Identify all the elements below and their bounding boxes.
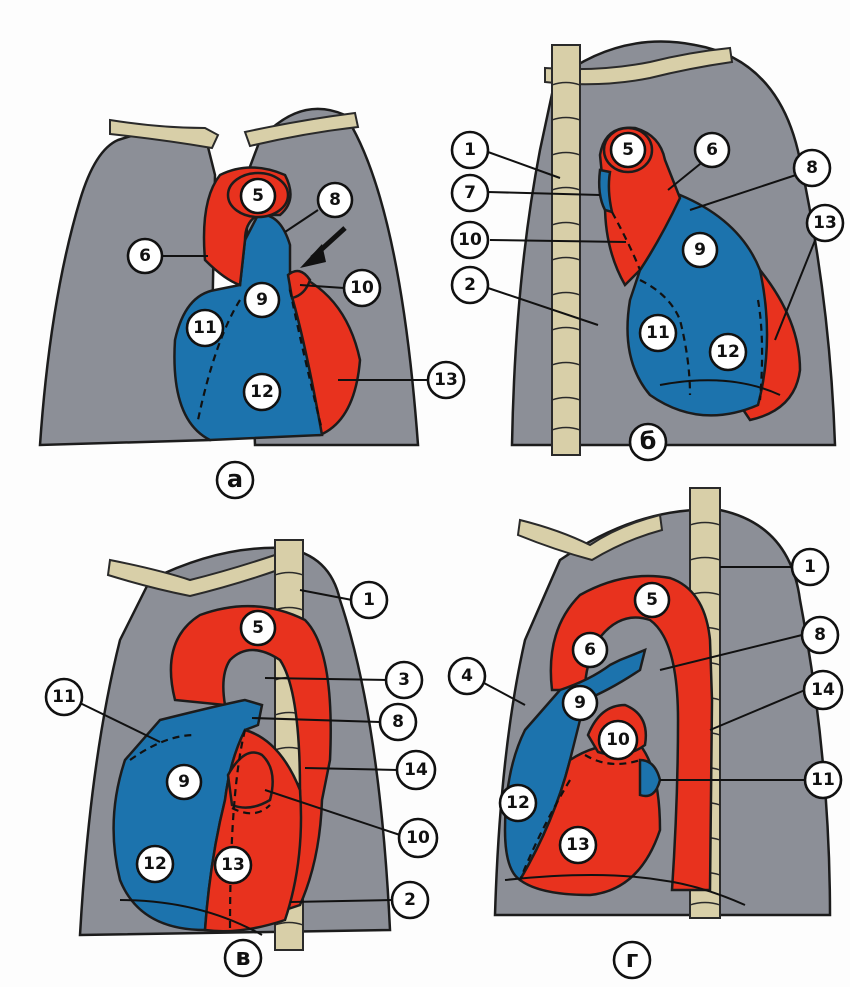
svg-text:6: 6 [139, 246, 151, 266]
label-9-b: 9 [683, 233, 717, 267]
label-6: 6 [128, 239, 162, 273]
svg-text:12: 12 [250, 382, 274, 402]
svg-text:1: 1 [363, 590, 375, 610]
svg-text:3: 3 [398, 670, 410, 690]
label-9-v: 9 [167, 765, 201, 799]
label-11: 11 [187, 310, 223, 346]
svg-text:5: 5 [646, 590, 658, 610]
svg-text:в: в [235, 943, 250, 971]
svg-text:9: 9 [574, 693, 586, 713]
svg-text:11: 11 [193, 318, 217, 338]
panel-letter-a: а [217, 462, 253, 498]
svg-text:13: 13 [221, 855, 245, 875]
label-10-v: 10 [399, 819, 437, 857]
svg-text:а: а [227, 465, 243, 493]
svg-text:б: б [640, 427, 657, 455]
label-4-g: 4 [449, 658, 485, 694]
label-12-g: 12 [500, 785, 536, 821]
label-6-b: 6 [695, 133, 729, 167]
svg-text:13: 13 [434, 370, 458, 390]
label-2-v: 2 [392, 882, 428, 918]
label-8-g: 8 [802, 617, 838, 653]
label-2-b: 2 [452, 267, 488, 303]
label-5-g: 5 [635, 583, 669, 617]
svg-text:12: 12 [716, 342, 740, 362]
svg-text:14: 14 [811, 680, 835, 700]
label-8-v: 8 [380, 704, 416, 740]
svg-text:11: 11 [52, 687, 76, 707]
svg-text:5: 5 [622, 140, 634, 160]
svg-text:11: 11 [646, 323, 670, 343]
svg-text:1: 1 [804, 557, 816, 577]
label-7-b: 7 [452, 175, 488, 211]
label-8-b: 8 [794, 150, 830, 186]
label-10: 10 [344, 270, 380, 306]
label-3-v: 3 [386, 662, 422, 698]
svg-text:9: 9 [178, 772, 190, 792]
label-5-b: 5 [611, 133, 645, 167]
svg-text:10: 10 [606, 730, 630, 750]
label-10-g: 10 [599, 721, 637, 759]
label-1-b: 1 [452, 132, 488, 168]
svg-text:9: 9 [256, 290, 268, 310]
svg-text:5: 5 [252, 618, 264, 638]
panel-letter-v: в [225, 940, 261, 976]
svg-text:8: 8 [806, 158, 818, 178]
svg-text:2: 2 [404, 890, 416, 910]
svg-text:1: 1 [464, 140, 476, 160]
label-14-g: 14 [804, 671, 842, 709]
svg-text:10: 10 [406, 828, 430, 848]
svg-text:8: 8 [814, 625, 826, 645]
panel-b: 1 7 10 2 5 6 8 13 9 11 12 б [452, 42, 843, 460]
svg-text:11: 11 [811, 770, 835, 790]
label-13-v: 13 [215, 847, 251, 883]
svg-text:5: 5 [252, 186, 264, 206]
label-10-b: 10 [452, 222, 488, 258]
svg-text:8: 8 [392, 712, 404, 732]
label-5-v: 5 [241, 611, 275, 645]
label-13-g: 13 [560, 827, 596, 863]
svg-text:г: г [626, 945, 639, 973]
label-1-g: 1 [792, 549, 828, 585]
svg-text:2: 2 [464, 275, 476, 295]
panel-letter-b: б [630, 424, 666, 460]
label-11-g: 11 [805, 762, 841, 798]
svg-text:12: 12 [506, 793, 530, 813]
label-12-v: 12 [137, 846, 173, 882]
label-11-v: 11 [46, 679, 82, 715]
panel-a: 5 6 8 9 10 11 12 13 а [40, 109, 464, 498]
label-14-v: 14 [397, 751, 435, 789]
svg-text:4: 4 [461, 666, 473, 686]
spine-b [552, 45, 580, 455]
label-5: 5 [241, 179, 275, 213]
svg-text:13: 13 [566, 835, 590, 855]
svg-text:10: 10 [350, 278, 374, 298]
label-12-b: 12 [710, 334, 746, 370]
svg-text:14: 14 [404, 760, 428, 780]
svg-text:12: 12 [143, 854, 167, 874]
label-6-g: 6 [573, 633, 607, 667]
label-9-g: 9 [563, 686, 597, 720]
panel-letter-g: г [614, 942, 650, 978]
panel-v: 1 5 3 11 8 14 9 10 12 13 2 в [46, 540, 437, 976]
label-9: 9 [245, 283, 279, 317]
label-13-b: 13 [807, 205, 843, 241]
label-1-v: 1 [351, 582, 387, 618]
label-13: 13 [428, 362, 464, 398]
panel-g: 1 5 8 6 4 14 9 10 11 12 13 г [449, 488, 842, 978]
svg-text:7: 7 [464, 183, 476, 203]
svg-text:13: 13 [813, 213, 837, 233]
label-11-b: 11 [640, 315, 676, 351]
label-12: 12 [244, 374, 280, 410]
svg-text:9: 9 [694, 240, 706, 260]
label-8: 8 [318, 183, 352, 217]
svg-text:6: 6 [584, 640, 596, 660]
svg-text:8: 8 [329, 190, 341, 210]
svg-text:6: 6 [706, 140, 718, 160]
svg-text:10: 10 [458, 230, 482, 250]
